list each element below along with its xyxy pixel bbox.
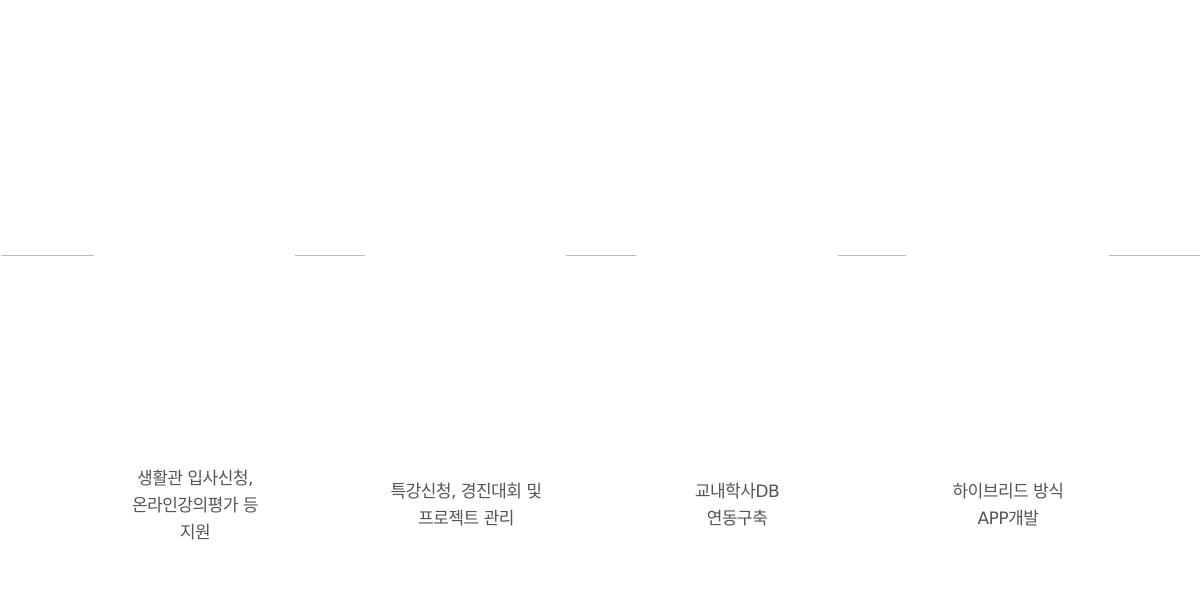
divider-line — [1109, 255, 1200, 256]
feature-db-integration: 교내학사DB 연동구축 — [617, 479, 857, 533]
divider-line — [295, 255, 365, 256]
divider-line — [1, 255, 94, 256]
feature-text-line: 생활관 입사신청, — [137, 469, 253, 489]
feature-text-line: 프로젝트 관리 — [418, 509, 514, 529]
divider-line — [838, 255, 906, 256]
feature-text-line: 교내학사DB — [694, 482, 780, 502]
feature-text-line: 연동구축 — [706, 509, 768, 529]
feature-text-line: 하이브리드 방식 — [952, 482, 1064, 502]
feature-text-line: APP개발 — [977, 509, 1039, 529]
feature-text-line: 특강신청, 경진대회 및 — [390, 482, 542, 502]
feature-hybrid-app: 하이브리드 방식 APP개발 — [888, 479, 1128, 533]
feature-text-line: 온라인강의평가 등 — [131, 496, 259, 516]
feature-project-management: 특강신청, 경진대회 및 프로젝트 관리 — [346, 479, 586, 533]
feature-dormitory-support: 생활관 입사신청, 온라인강의평가 등 지원 — [75, 466, 315, 547]
divider-line — [566, 255, 636, 256]
feature-text-line: 지원 — [179, 523, 211, 543]
